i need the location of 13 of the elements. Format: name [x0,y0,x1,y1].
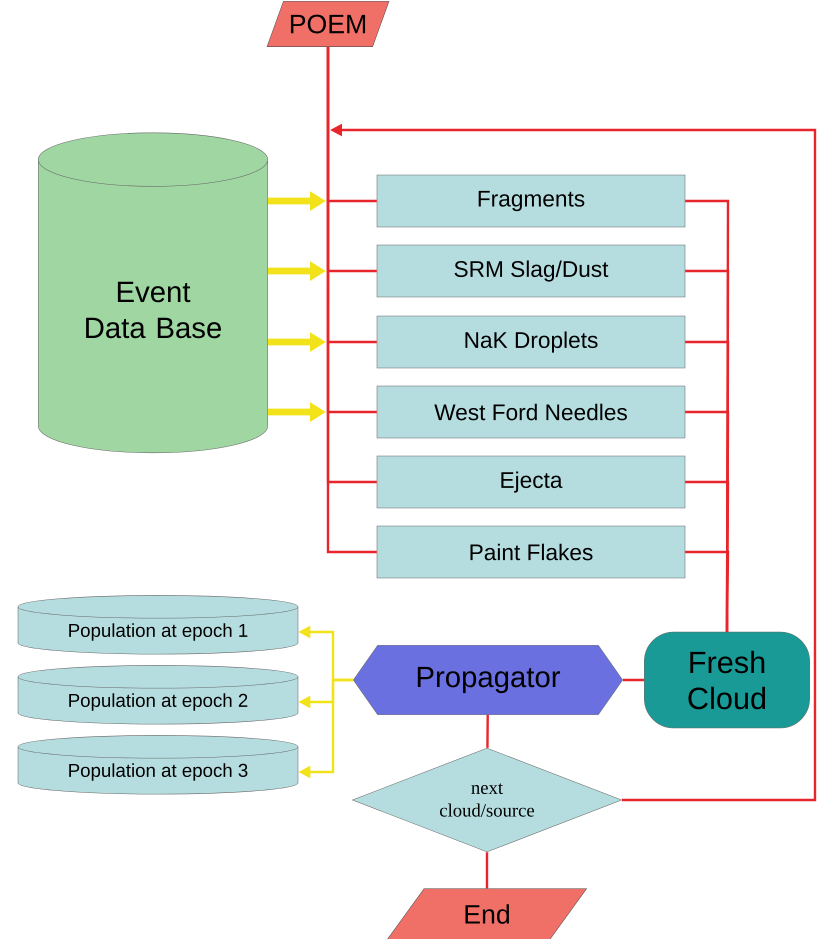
storage-cylinder: Population at epoch 3 [18,735,298,794]
storage-cylinder: Population at epoch 2 [18,665,298,724]
process-box: SRM Slag/Dust [376,244,686,298]
database-cylinder: Event Data Base [38,132,268,454]
process-box: West Ford Needles [376,386,686,438]
start-parallelogram: POEM [266,1,390,47]
rounded-box: Fresh Cloud [644,632,810,728]
process-hexagon: Propagator [353,645,623,715]
process-box: NaK Droplets [376,316,686,368]
process-box: Paint Flakes [376,526,686,578]
process-box: Fragments [376,174,686,228]
process-box: Ejecta [376,456,686,508]
storage-cylinder: Population at epoch 1 [18,595,298,654]
